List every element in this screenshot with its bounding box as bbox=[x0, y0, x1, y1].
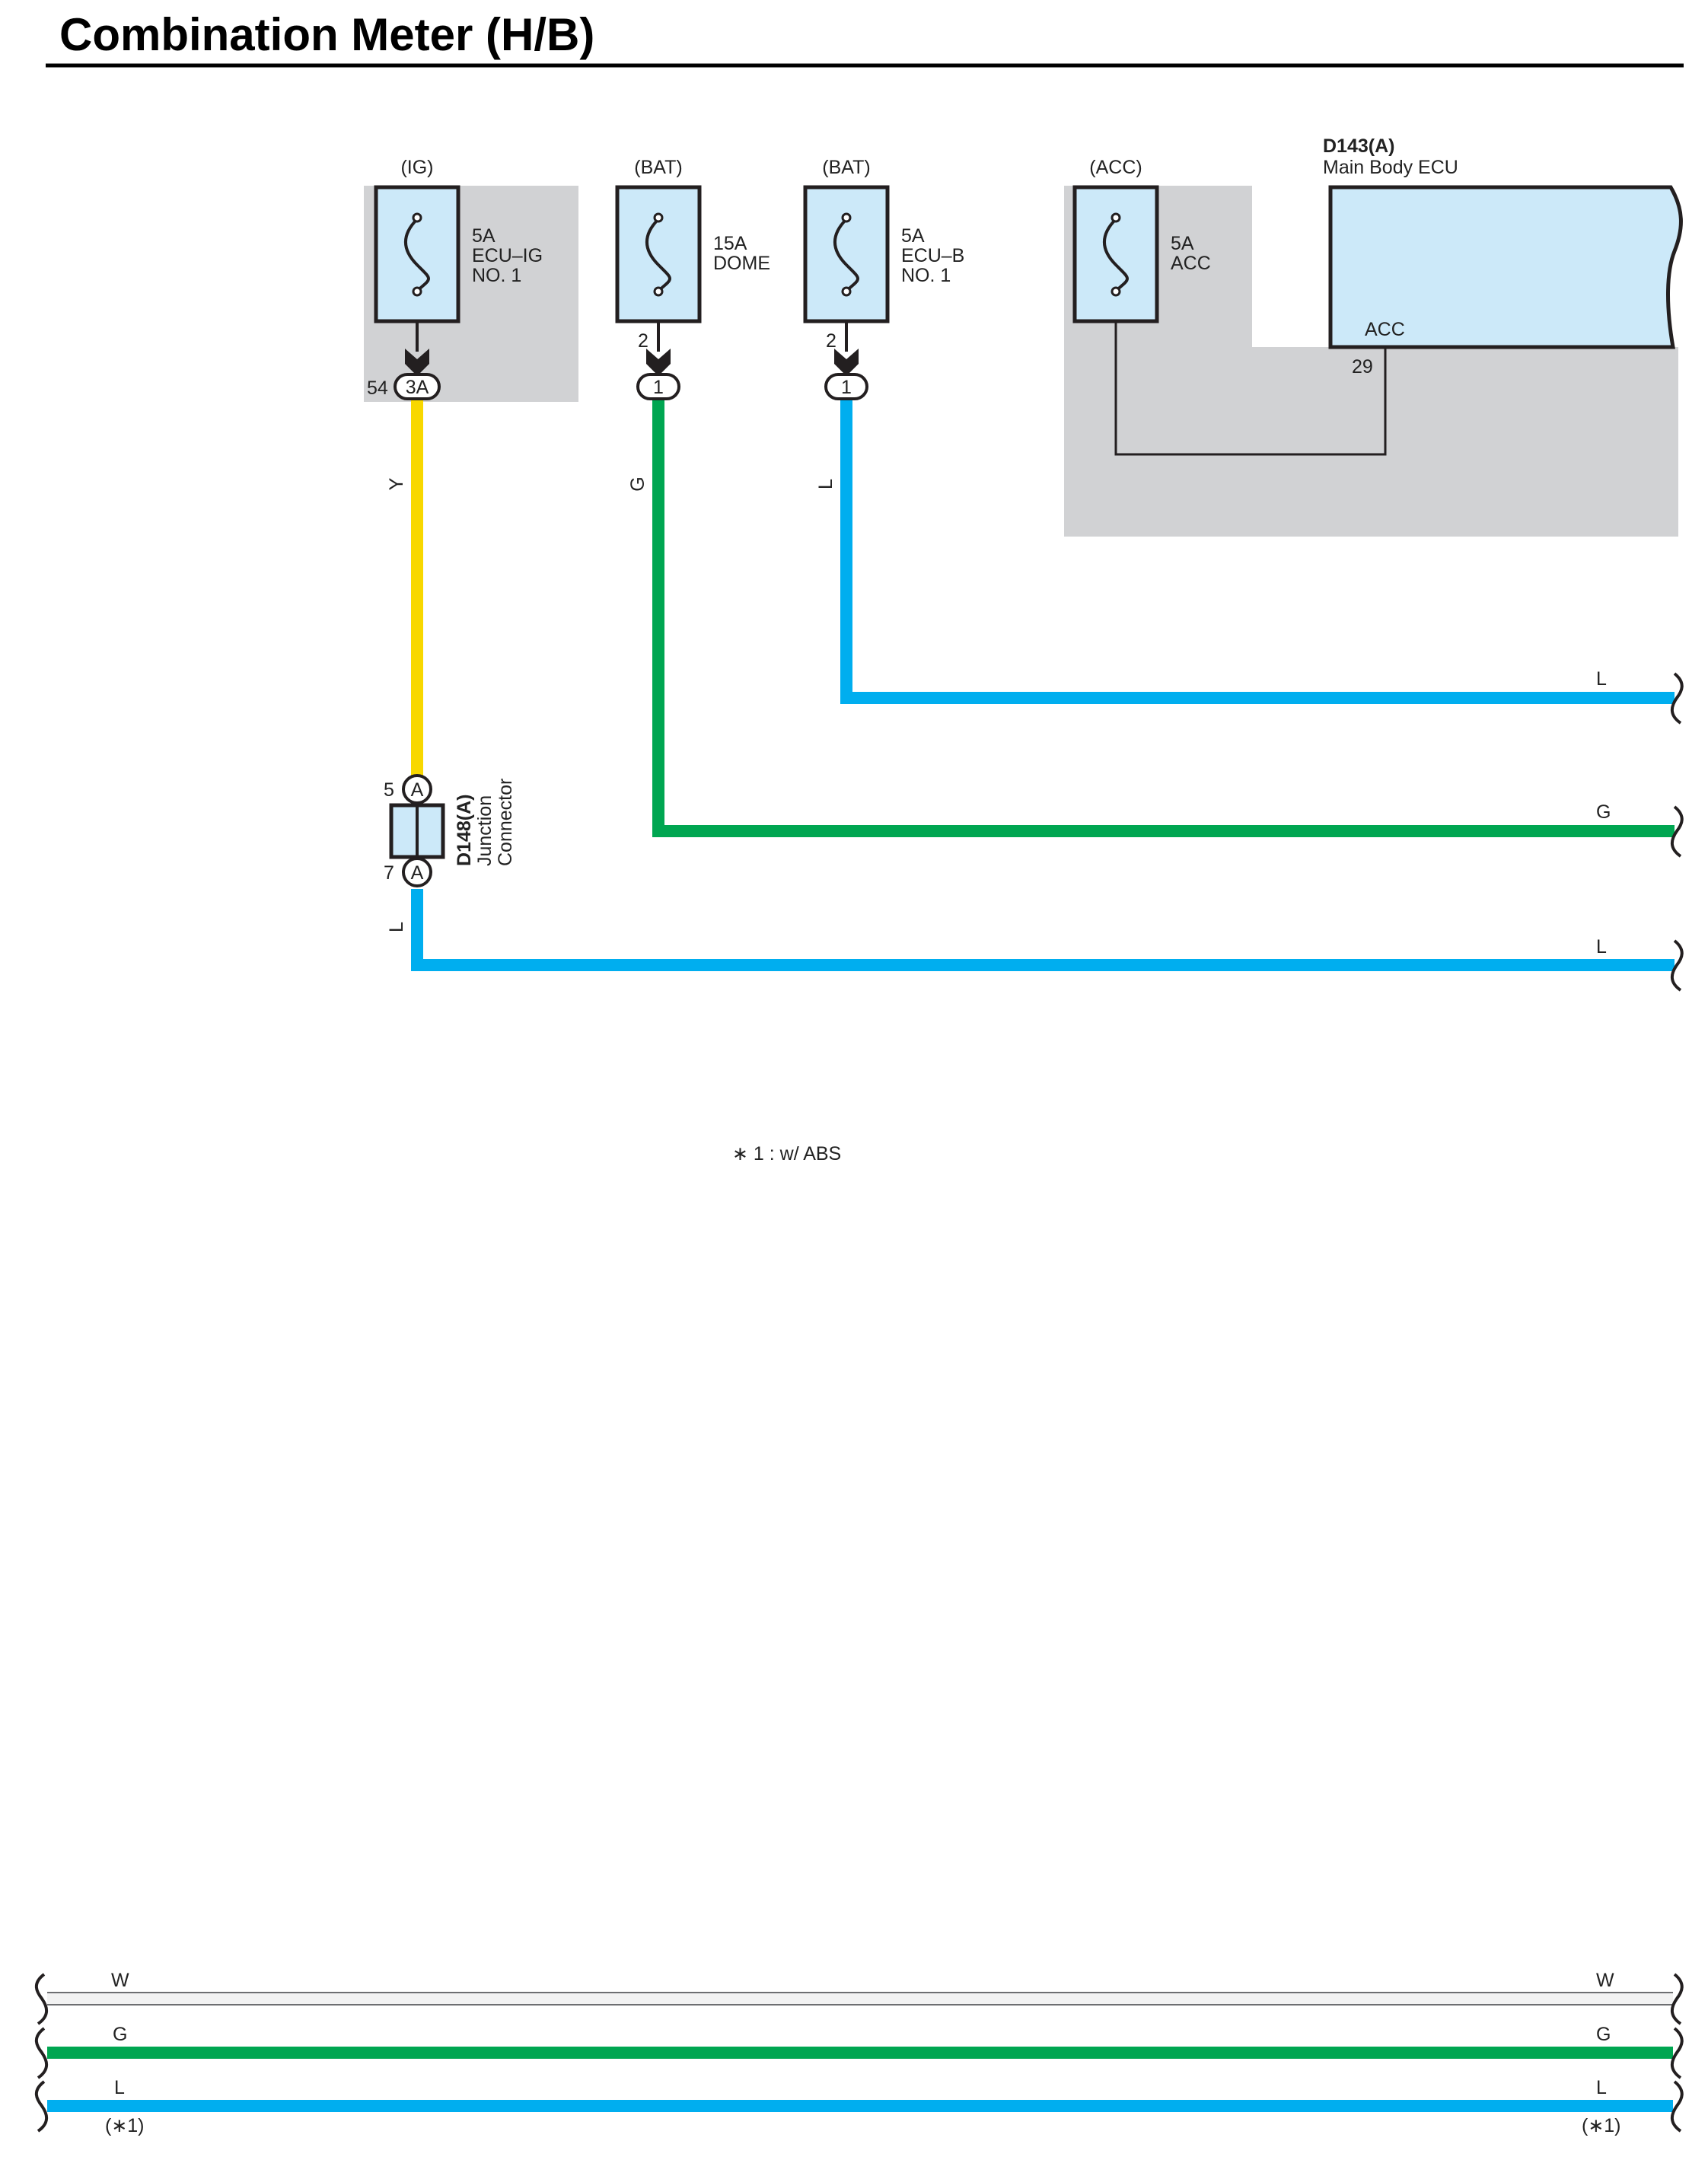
wire-l-junction-out bbox=[411, 889, 1675, 971]
fuse-terminal bbox=[653, 286, 664, 297]
fuse-ecu-b: (BAT) 5A ECU–B NO. 1 1 2 bbox=[803, 157, 964, 400]
fuse-name: ACC bbox=[1171, 253, 1211, 274]
fuse-box bbox=[803, 185, 890, 323]
male-terminal-arrow bbox=[646, 349, 671, 376]
fuse-box bbox=[374, 185, 460, 323]
fuse-name: DOME bbox=[713, 253, 770, 274]
wire-break-mark bbox=[1670, 2080, 1684, 2133]
fuse-terminal bbox=[412, 286, 422, 297]
wire-acc-internal bbox=[1114, 318, 1387, 456]
right-wire-label-1: L bbox=[1596, 668, 1607, 690]
bottom-wire-label-left: G bbox=[113, 2024, 127, 2045]
fuse-name-line2: NO. 1 bbox=[901, 265, 951, 286]
fuse-terminal bbox=[653, 212, 664, 223]
wire-break-mark bbox=[34, 2027, 49, 2079]
fuse-terminal bbox=[412, 212, 422, 223]
junction-pin-number-in: 5 bbox=[384, 779, 394, 801]
connector-1 bbox=[636, 373, 680, 400]
ecu-pin-29: 29 bbox=[1352, 356, 1373, 378]
connector-1 bbox=[824, 373, 868, 400]
wiring: Y G L L L G L bbox=[386, 318, 1684, 992]
fuse-icon bbox=[1103, 218, 1129, 292]
fuse-acc: (ACC) 5A ACC bbox=[1072, 157, 1211, 323]
pin-number: 2 bbox=[638, 330, 648, 352]
wire-label-y: Y bbox=[386, 477, 407, 490]
wire-label-g: G bbox=[627, 476, 648, 491]
junction-pin-in bbox=[402, 774, 432, 804]
connector-3a bbox=[394, 373, 441, 400]
junction-pin-letter: A bbox=[411, 862, 424, 884]
page-title: Combination Meter (H/B) bbox=[59, 9, 594, 60]
supply-label-bat: (BAT) bbox=[822, 157, 870, 178]
junction-code: D148(A) bbox=[454, 795, 475, 866]
fuse-name: ECU–IG bbox=[472, 245, 543, 266]
right-wire-label-2: G bbox=[1596, 801, 1611, 823]
junction-label-2: Connector bbox=[495, 779, 516, 866]
pin-number: 54 bbox=[367, 378, 388, 399]
wire-break-mark bbox=[1670, 1973, 1684, 2025]
connector-code: 1 bbox=[653, 377, 664, 398]
fuse-terminal bbox=[1111, 286, 1121, 297]
ecu-name: Main Body ECU bbox=[1323, 157, 1458, 178]
junction-pin-number-out: 7 bbox=[384, 862, 394, 884]
wire-label-l-junction: L bbox=[386, 922, 407, 932]
fuse-box bbox=[1072, 185, 1159, 323]
connector-code: 3A bbox=[406, 377, 429, 398]
bottom-wire-note-left: (∗1) bbox=[105, 2115, 145, 2136]
wire-break-mark bbox=[1670, 2027, 1684, 2079]
fuse-icon bbox=[833, 218, 859, 292]
supply-label-acc: (ACC) bbox=[1089, 157, 1142, 178]
wire-g-dome bbox=[652, 399, 1675, 837]
fuse-icon bbox=[645, 218, 671, 292]
fuse-icon bbox=[404, 218, 430, 292]
right-wire-label-3: L bbox=[1596, 936, 1607, 957]
fuse-terminal bbox=[841, 286, 852, 297]
ecu-code: D143(A) bbox=[1323, 135, 1394, 157]
wire-label-l: L bbox=[815, 479, 836, 489]
fuse-rating: 5A bbox=[901, 225, 925, 247]
wire-break-mark bbox=[1670, 939, 1684, 992]
fuse-ecu-ig: (IG) 5A ECU–IG NO. 1 3A 54 bbox=[367, 157, 543, 400]
junction-connector: A 5 A 7 D148(A) Junction Connector bbox=[384, 774, 516, 887]
wire-break-mark bbox=[34, 1973, 49, 2025]
fuse-rating: 5A bbox=[472, 225, 496, 247]
bottom-wire-label-right: L bbox=[1596, 2077, 1607, 2098]
pin-number: 2 bbox=[826, 330, 836, 352]
fuse-dome: (BAT) 15A DOME 1 2 bbox=[615, 157, 770, 400]
junction-pin-letter: A bbox=[411, 779, 424, 801]
fuse-rating: 15A bbox=[713, 233, 747, 254]
bottom-wire-label-left: W bbox=[111, 1970, 129, 1991]
bottom-wire-note-right: (∗1) bbox=[1582, 2115, 1621, 2136]
wire-l-ecu-b bbox=[840, 399, 1675, 704]
bottom-wire-label-right: W bbox=[1596, 1970, 1614, 1991]
fuse-box bbox=[615, 185, 702, 323]
fuse-terminal bbox=[841, 212, 852, 223]
fuse-name-line2: NO. 1 bbox=[472, 265, 521, 286]
supply-label-bat: (BAT) bbox=[634, 157, 682, 178]
male-terminal-arrow bbox=[405, 349, 429, 376]
fuse-terminal bbox=[1111, 212, 1121, 223]
main-body-ecu: D143(A) Main Body ECU ACC 29 bbox=[1323, 135, 1683, 378]
bottom-wires: W G L (∗1) W G L (∗1) bbox=[34, 1970, 1684, 2136]
wire-break-mark bbox=[1670, 805, 1684, 858]
supply-label-ig: (IG) bbox=[400, 157, 433, 178]
connector-code: 1 bbox=[841, 377, 852, 398]
junction-label-1: Junction bbox=[474, 795, 496, 866]
ecu-terminal-acc: ACC bbox=[1365, 319, 1405, 340]
wire-break-mark bbox=[34, 2080, 49, 2133]
male-terminal-arrow bbox=[834, 349, 859, 376]
footnote: ∗ 1 : w/ ABS bbox=[732, 1143, 841, 1164]
junction-pin-out bbox=[402, 857, 432, 887]
bottom-wire-label-left: L bbox=[114, 2077, 125, 2098]
acc-ecu-shade bbox=[1064, 186, 1678, 537]
ecu-box bbox=[1328, 185, 1683, 349]
bottom-wire-label-right: G bbox=[1596, 2024, 1611, 2045]
fuse-rating: 5A bbox=[1171, 233, 1194, 254]
fuse-name: ECU–B bbox=[901, 245, 964, 266]
wire-break-mark bbox=[1670, 672, 1684, 725]
